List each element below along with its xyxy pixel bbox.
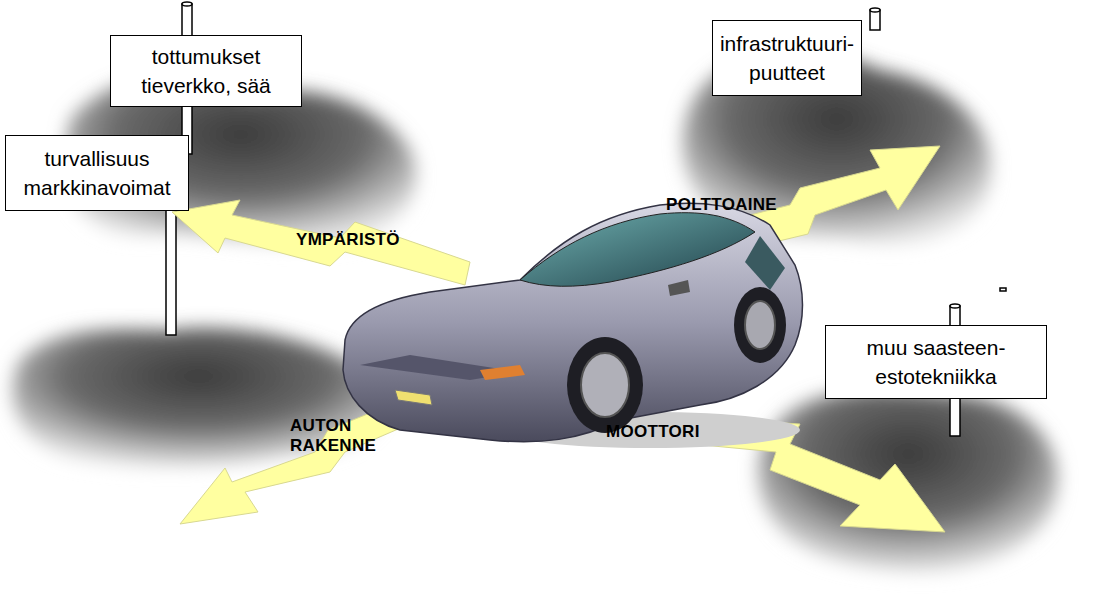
arrow-label: YMPÄRISTÖ [296,230,456,250]
arrow-label: MOOTTORI [606,422,726,442]
islands [13,52,1059,573]
sign-content: tottumukset tieverkko, sää [119,42,293,100]
sign-content: infrastruktuuri- puutteet [720,29,854,87]
sign-text: muu saasteen- estotekniikka [834,333,1038,391]
sign-content: muu saasteen- estotekniikka [834,333,1038,391]
sign-text: tottumukset tieverkko, sää [119,42,293,100]
sign-box: turvallisuus markkinavoimat [5,135,189,211]
car-illustration [343,203,803,448]
sign-text: infrastruktuuri- puutteet [720,29,854,87]
arrow-label: AUTON RAKENNE [290,416,390,456]
sign-box: tottumukset tieverkko, sää [110,35,302,107]
sign-box: infrastruktuuri- puutteet [712,20,862,96]
sign-text: turvallisuus markkinavoimat [14,144,180,202]
arrow-label: POLTTOAINE [666,195,806,215]
sign-box: muu saasteen- estotekniikka [825,325,1047,399]
sign-content: turvallisuus markkinavoimat [14,144,180,202]
